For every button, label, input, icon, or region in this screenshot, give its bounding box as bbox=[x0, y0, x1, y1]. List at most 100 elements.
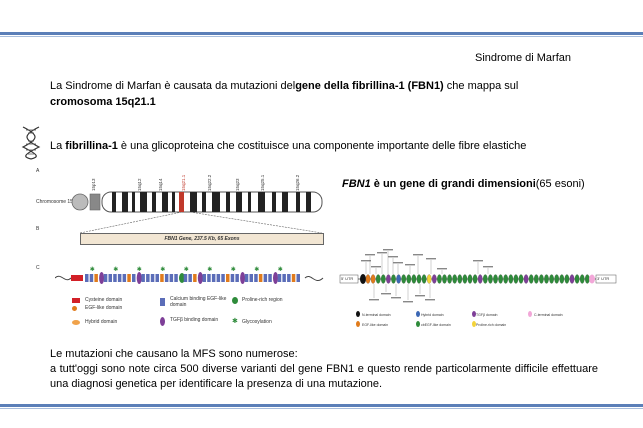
egf-domain bbox=[127, 274, 131, 282]
egf-domain bbox=[258, 274, 263, 282]
legend-swatch-tgfb bbox=[160, 317, 165, 326]
protein-domain-mark bbox=[523, 274, 529, 284]
protein-domain-mark bbox=[457, 274, 463, 284]
glycosylation-mark: ✱ bbox=[113, 266, 118, 273]
glycosylation-mark: ✱ bbox=[160, 266, 165, 273]
dna-helix-icon bbox=[21, 126, 41, 160]
gene-size-caption: FBN1 è un gene di grandi dimensioni(65 e… bbox=[342, 176, 632, 192]
protein-domain-mark bbox=[452, 274, 458, 284]
protein-domain-mark bbox=[462, 274, 468, 284]
mutation-label-placeholder bbox=[361, 260, 371, 262]
band-label: 15q12 bbox=[137, 178, 142, 191]
cbegf-domain bbox=[211, 274, 216, 282]
glycosylation-icon: ✱ bbox=[232, 318, 238, 325]
protein-domain-mark bbox=[518, 274, 524, 284]
p2-fibrillin: fibrillina-1 bbox=[65, 140, 118, 152]
cbegf-domain bbox=[277, 274, 282, 282]
p3-text: è un gene di grandi dimensioni bbox=[370, 178, 536, 190]
cbegf-domain bbox=[150, 274, 155, 282]
top-accent-bar bbox=[0, 32, 643, 35]
band-label-fbn1: 15q21.1 bbox=[181, 174, 186, 191]
p2-text: La bbox=[50, 140, 66, 152]
legend-hybrid-right: Hybrid domain bbox=[421, 313, 444, 317]
protein-domain-mark bbox=[472, 274, 478, 284]
figure-label-a: A bbox=[36, 168, 40, 174]
protein-domain-mark bbox=[421, 274, 427, 284]
protein-domain-mark bbox=[498, 274, 503, 284]
utr-5-label: 5' UTR bbox=[341, 276, 354, 281]
protein-domain-mark bbox=[549, 274, 554, 284]
glycosylation-mark: ✱ bbox=[278, 266, 283, 273]
protein-domain-mark bbox=[391, 274, 396, 284]
protein-domain-mark bbox=[411, 274, 417, 284]
protein-domain-mark bbox=[432, 274, 437, 284]
protein-domain-mark bbox=[503, 274, 509, 284]
cbegf-domain bbox=[108, 274, 112, 282]
legend-cysteine: Cysteine domain bbox=[85, 297, 123, 303]
protein-domain-mark bbox=[416, 274, 422, 284]
legend-swatch bbox=[416, 311, 420, 317]
glycosylation-mark: ✱ bbox=[231, 266, 236, 273]
band-label: 15p13 bbox=[91, 178, 96, 191]
legend-glyco: Glycosylation bbox=[242, 319, 272, 325]
legend-swatch bbox=[528, 311, 532, 317]
mutation-label-placeholder bbox=[393, 262, 403, 264]
protein-domain-mark bbox=[585, 274, 590, 284]
legend-swatch-hybrid bbox=[72, 320, 80, 325]
legend-swatch-calcium bbox=[160, 298, 165, 306]
protein-domain-mark bbox=[426, 274, 432, 284]
protein-domain-mark bbox=[477, 274, 483, 284]
tgfb-domain bbox=[99, 272, 105, 284]
cbegf-domain bbox=[244, 274, 249, 282]
legend-cbegf-right: cbEGF-like domain bbox=[421, 323, 451, 327]
tgfb-domain bbox=[197, 272, 203, 284]
cbegf-domain bbox=[117, 274, 122, 282]
protein-domain-mark bbox=[401, 274, 406, 284]
band-label: 15q14 bbox=[158, 178, 163, 191]
p4-line1: Le mutazioni che causano la MFS sono num… bbox=[50, 348, 298, 360]
mutation-label-placeholder bbox=[371, 266, 381, 268]
utr-3-label: 3' UTR bbox=[597, 276, 610, 281]
band-label: 15q25.1 bbox=[260, 174, 265, 191]
legend-swatch-cysteine bbox=[72, 298, 80, 303]
protein-domain-mark bbox=[365, 274, 371, 284]
protein-domain-mark bbox=[386, 274, 391, 284]
chromosome-label: Chromosome 15 bbox=[36, 199, 73, 205]
glycosylation-mark: ✱ bbox=[90, 266, 95, 273]
legend-calcium: Calcium binding EGF-like domain bbox=[170, 296, 227, 308]
protein-domain-mark bbox=[493, 274, 498, 284]
top-accent-line bbox=[0, 36, 643, 37]
protein-domain-mark bbox=[370, 274, 376, 284]
protein-domain-mark bbox=[544, 274, 549, 284]
protein-domain-mark bbox=[554, 274, 560, 284]
bottom-accent-line bbox=[0, 408, 643, 409]
protein-domain-mark bbox=[564, 274, 570, 284]
protein-domain-mark bbox=[447, 274, 452, 284]
mutation-label-placeholder bbox=[383, 249, 393, 251]
legend-hybrid: Hybrid domain bbox=[85, 319, 118, 325]
egf-domain bbox=[160, 274, 164, 282]
proline-domain bbox=[179, 273, 185, 283]
protein-domain-mark bbox=[375, 274, 381, 284]
cbegf-domain bbox=[235, 274, 239, 282]
cbegf-domain bbox=[230, 274, 235, 282]
legend-n-term: N-terminal domain bbox=[362, 313, 391, 317]
mutation-label-placeholder bbox=[388, 256, 398, 258]
mutation-label-placeholder bbox=[369, 299, 379, 301]
protein-domain-mark bbox=[442, 274, 447, 284]
p4-text: a tutt'oggi sono note circa 500 diverse … bbox=[50, 363, 598, 390]
mutation-label-placeholder bbox=[391, 297, 401, 299]
cbegf-domain bbox=[89, 274, 94, 282]
legend-swatch bbox=[416, 321, 420, 327]
mutation-label-placeholder bbox=[405, 264, 415, 266]
glycosylation-mark: ✱ bbox=[207, 266, 212, 273]
slide-header-title: Sindrome di Marfan bbox=[475, 52, 571, 64]
figure-label-b: B bbox=[36, 226, 40, 232]
protein-domain-mark bbox=[508, 274, 514, 284]
cbegf-domain bbox=[207, 274, 211, 282]
band-label: 15q26.2 bbox=[295, 174, 300, 191]
cbegf-domain bbox=[122, 274, 127, 282]
protein-domain-mark bbox=[539, 274, 544, 284]
fbn1-gene-box: FBN1 Gene, 237.5 Kb, 65 Exons bbox=[80, 233, 324, 245]
mutation-label-placeholder bbox=[473, 260, 483, 262]
